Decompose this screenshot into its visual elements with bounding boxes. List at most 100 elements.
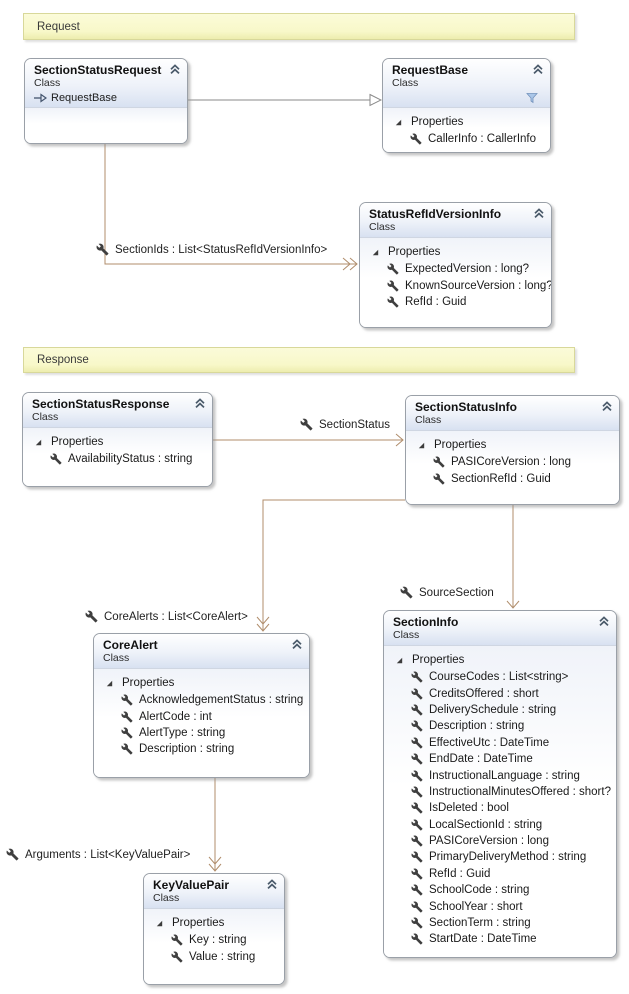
- collapse-chevron-icon[interactable]: [532, 63, 544, 75]
- expander-icon[interactable]: [417, 441, 426, 450]
- property-row[interactable]: AlertType : string: [94, 725, 309, 741]
- collapse-chevron-icon[interactable]: [169, 63, 181, 75]
- properties-section-header[interactable]: Properties: [384, 651, 616, 669]
- class-header[interactable]: RequestBase Class: [383, 59, 550, 108]
- property-row[interactable]: SectionRefId : Guid: [406, 470, 619, 486]
- association-label-sourcesection[interactable]: SourceSection: [400, 586, 494, 599]
- association-corealerts[interactable]: [256, 499, 405, 632]
- expander-icon[interactable]: [155, 919, 164, 928]
- property-label: DeliverySchedule : string: [429, 703, 557, 716]
- class-sectionstatusrequest[interactable]: SectionStatusRequest Class RequestBase: [24, 58, 188, 144]
- property-row[interactable]: AvailabilityStatus : string: [23, 451, 212, 467]
- property-label: AcknowledgementStatus : string: [139, 694, 304, 707]
- class-title: StatusRefIdVersionInfo: [369, 207, 502, 221]
- property-row[interactable]: Description : string: [384, 718, 616, 734]
- class-body: Properties CallerInfo : CallerInfo: [383, 108, 550, 152]
- class-header[interactable]: CoreAlert Class: [94, 634, 309, 669]
- property-row[interactable]: SchoolCode : string: [384, 882, 616, 898]
- property-row[interactable]: SchoolYear : short: [384, 898, 616, 914]
- property-row[interactable]: InstructionalMinutesOffered : short?: [384, 784, 616, 800]
- class-kind-label: Class: [369, 221, 396, 233]
- class-header[interactable]: StatusRefIdVersionInfo Class: [360, 203, 551, 238]
- properties-section-header[interactable]: Properties: [360, 243, 551, 261]
- property-row[interactable]: KnownSourceVersion : long?: [360, 277, 551, 293]
- property-label: InstructionalLanguage : string: [429, 769, 580, 782]
- property-row[interactable]: AlertCode : int: [94, 708, 309, 724]
- property-row[interactable]: DeliverySchedule : string: [384, 702, 616, 718]
- association-label-corealerts[interactable]: CoreAlerts : List<CoreAlert>: [85, 610, 248, 623]
- class-header[interactable]: SectionInfo Class: [384, 611, 616, 646]
- property-row[interactable]: CourseCodes : List<string>: [384, 669, 616, 685]
- property-row[interactable]: CreditsOffered : short: [384, 685, 616, 701]
- property-row[interactable]: AcknowledgementStatus : string: [94, 692, 309, 708]
- collapse-chevron-icon[interactable]: [194, 397, 206, 409]
- properties-section-header[interactable]: Properties: [144, 914, 284, 932]
- association-sectionids[interactable]: [104, 144, 358, 271]
- property-row[interactable]: Description : string: [94, 741, 309, 757]
- property-row[interactable]: StartDate : DateTime: [384, 931, 616, 947]
- collapse-chevron-icon[interactable]: [533, 207, 545, 219]
- class-sectioninfo[interactable]: SectionInfo Class Properties CourseCodes…: [383, 610, 617, 958]
- property-row[interactable]: SectionTerm : string: [384, 915, 616, 931]
- class-corealert[interactable]: CoreAlert Class Properties Acknowledgeme…: [93, 633, 310, 778]
- property-row[interactable]: RefId : Guid: [360, 294, 551, 310]
- wrench-icon: [433, 473, 445, 485]
- property-row[interactable]: RefId : Guid: [384, 866, 616, 882]
- association-label-text: SourceSection: [419, 586, 494, 599]
- class-statusrefidversioninfo[interactable]: StatusRefIdVersionInfo Class Properties …: [359, 202, 552, 328]
- class-header[interactable]: SectionStatusInfo Class: [406, 396, 619, 431]
- collapse-chevron-icon[interactable]: [291, 638, 303, 650]
- expander-icon[interactable]: [34, 438, 43, 447]
- association-label-sectionids[interactable]: SectionIds : List<StatusRefIdVersionInfo…: [96, 243, 327, 256]
- properties-section-header[interactable]: Properties: [406, 436, 619, 454]
- association-arguments[interactable]: [208, 778, 222, 872]
- filter-funnel-icon[interactable]: [526, 92, 538, 104]
- class-header[interactable]: SectionStatusRequest Class RequestBase: [25, 59, 187, 108]
- property-row[interactable]: CallerInfo : CallerInfo: [383, 131, 550, 147]
- association-sourcesection[interactable]: [506, 505, 520, 609]
- expander-icon[interactable]: [394, 118, 403, 127]
- property-row[interactable]: ExpectedVersion : long?: [360, 261, 551, 277]
- inherits-row[interactable]: RequestBase: [34, 92, 181, 104]
- wrench-icon: [85, 610, 98, 623]
- expander-icon[interactable]: [105, 679, 114, 688]
- property-row[interactable]: Value : string: [144, 948, 284, 964]
- property-row[interactable]: PrimaryDeliveryMethod : string: [384, 849, 616, 865]
- property-row[interactable]: PASICoreVersion : long: [406, 454, 619, 470]
- association-sectionstatus[interactable]: [213, 433, 404, 447]
- class-body: Properties Key : string Value : string: [144, 909, 284, 984]
- property-row[interactable]: IsDeleted : bool: [384, 800, 616, 816]
- property-row[interactable]: Key : string: [144, 932, 284, 948]
- expander-icon[interactable]: [395, 656, 404, 665]
- class-keyvaluepair[interactable]: KeyValuePair Class Properties Key : stri…: [143, 873, 285, 985]
- wrench-icon: [411, 737, 423, 749]
- collapse-chevron-icon[interactable]: [598, 615, 610, 627]
- property-row[interactable]: EndDate : DateTime: [384, 751, 616, 767]
- properties-section-header[interactable]: Properties: [94, 674, 309, 692]
- property-row[interactable]: LocalSectionId : string: [384, 817, 616, 833]
- comment-banner-response[interactable]: Response: [23, 347, 575, 373]
- property-row[interactable]: InstructionalLanguage : string: [384, 767, 616, 783]
- collapse-chevron-icon[interactable]: [601, 400, 613, 412]
- class-kind-label: Class: [32, 411, 59, 423]
- class-header[interactable]: KeyValuePair Class: [144, 874, 284, 909]
- property-row[interactable]: EffectiveUtc : DateTime: [384, 735, 616, 751]
- collapse-chevron-icon[interactable]: [266, 878, 278, 890]
- property-label: Key : string: [189, 934, 247, 947]
- inheritance-sectionstatusrequest-requestbase[interactable]: [188, 93, 383, 107]
- class-sectionstatusinfo[interactable]: SectionStatusInfo Class Properties PASIC…: [405, 395, 620, 505]
- association-label-text: CoreAlerts : List<CoreAlert>: [104, 610, 248, 623]
- class-requestbase[interactable]: RequestBase Class Properties: [382, 58, 551, 153]
- property-label: SectionRefId : Guid: [451, 472, 551, 485]
- association-label-arguments[interactable]: Arguments : List<KeyValuePair>: [6, 848, 190, 861]
- class-sectionstatusresponse[interactable]: SectionStatusResponse Class Properties A…: [22, 392, 213, 487]
- class-header[interactable]: SectionStatusResponse Class: [23, 393, 212, 428]
- property-row[interactable]: PASICoreVersion : long: [384, 833, 616, 849]
- comment-banner-request[interactable]: Request: [23, 13, 575, 40]
- association-label-sectionstatus[interactable]: SectionStatus: [300, 418, 390, 431]
- expander-icon[interactable]: [371, 248, 380, 257]
- properties-section-header[interactable]: Properties: [23, 433, 212, 451]
- properties-section-header[interactable]: Properties: [383, 113, 550, 131]
- property-label: AvailabilityStatus : string: [68, 453, 193, 466]
